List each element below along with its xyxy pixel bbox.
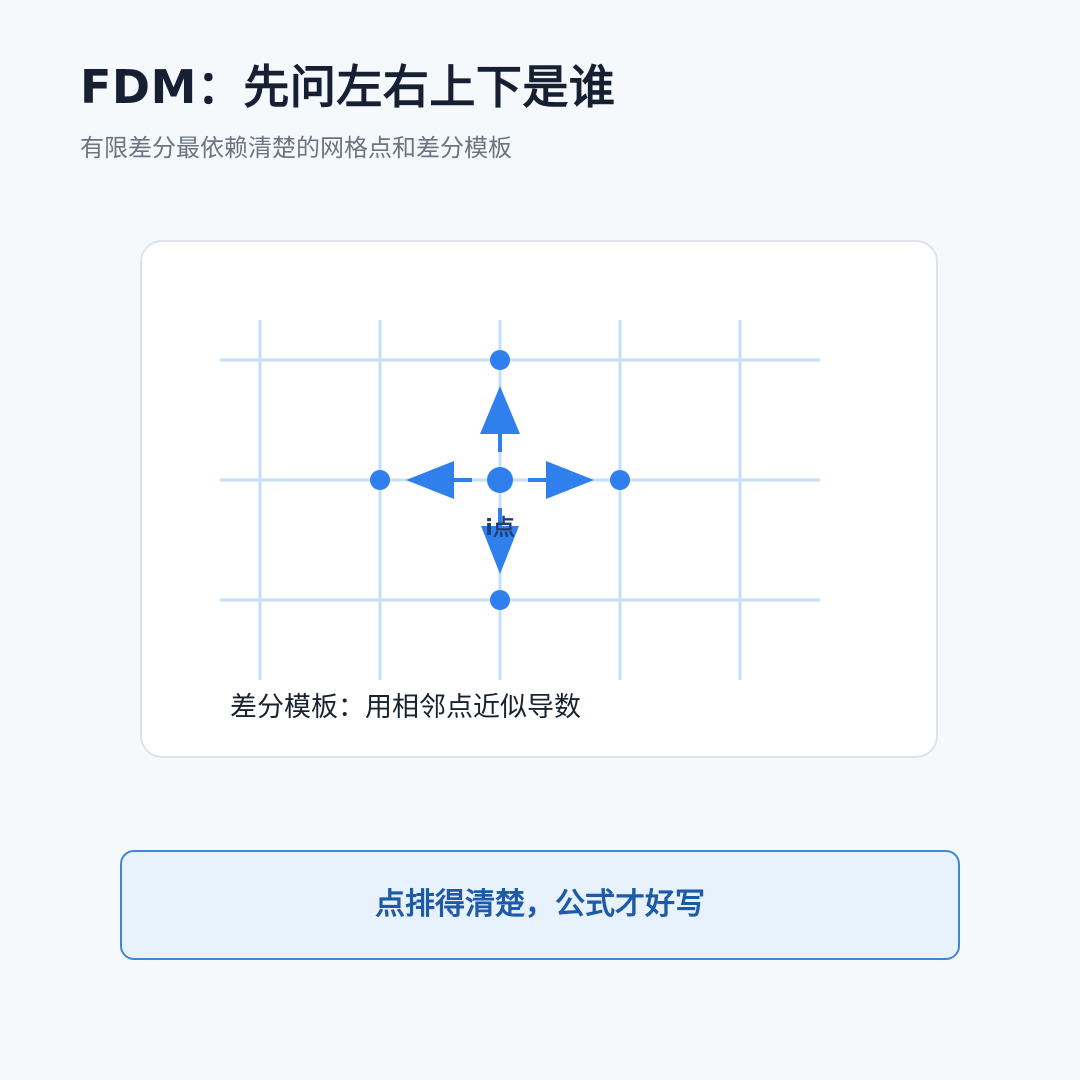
page-subtitle: 有限差分最依赖清楚的网格点和差分模板 [80, 134, 512, 162]
arrow-up-head [480, 386, 520, 434]
center-point-label: i点 [485, 516, 515, 541]
arrow-down-head [481, 526, 519, 574]
stencil-arrows [406, 386, 594, 574]
arrow-left [406, 461, 472, 499]
page-title: FDM：先问左右上下是谁 [80, 60, 616, 114]
diagram-card [140, 240, 938, 758]
diagram-caption: 差分模板：用相邻点近似导数 [230, 692, 581, 723]
arrow-right-head [546, 461, 594, 499]
neighbor-point-right [610, 470, 630, 490]
center-point [487, 467, 513, 493]
neighbor-point-bottom [490, 590, 510, 610]
summary-callout: 点排得清楚，公式才好写 [120, 850, 960, 960]
grid-points [370, 350, 630, 610]
grid-lines [220, 320, 820, 680]
summary-callout-text: 点排得清楚，公式才好写 [375, 887, 705, 922]
neighbor-point-top [490, 350, 510, 370]
arrow-down [481, 508, 519, 574]
arrow-right [528, 461, 594, 499]
arrow-left-head [406, 461, 454, 499]
neighbor-point-left [370, 470, 390, 490]
arrow-up [480, 386, 520, 452]
